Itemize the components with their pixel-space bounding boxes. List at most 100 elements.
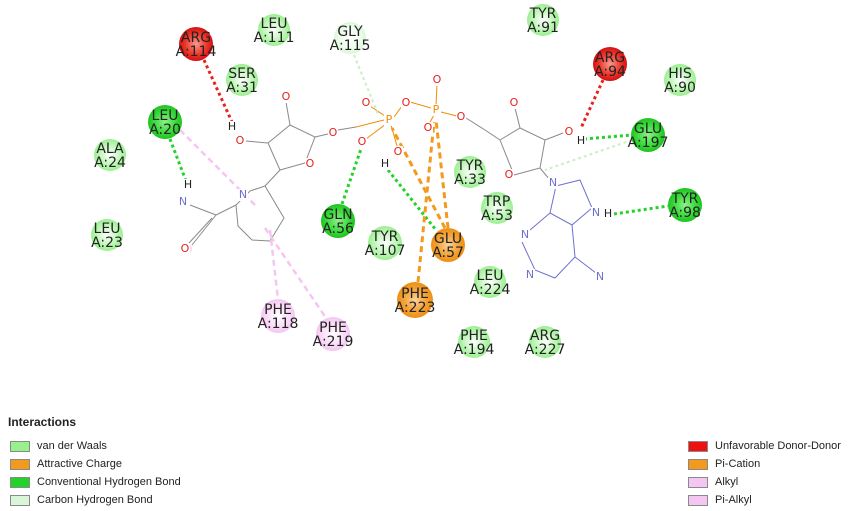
atom-label: O xyxy=(433,73,442,86)
residue-name: GLY xyxy=(337,24,363,40)
bond xyxy=(544,132,564,141)
atom-label: H xyxy=(184,178,192,191)
residue-name: PHE xyxy=(319,320,347,336)
atom-bg xyxy=(178,196,188,208)
legend-label: Conventional Hydrogen Bond xyxy=(37,476,181,488)
atom-label: O xyxy=(510,96,519,109)
atom-bg xyxy=(357,136,367,148)
atom-label: H xyxy=(604,207,612,220)
atom-bg xyxy=(591,207,601,219)
residue-disc xyxy=(474,266,506,298)
atom-label: O xyxy=(402,96,411,109)
atom-label: O xyxy=(181,242,190,255)
atom-bg xyxy=(548,177,558,189)
bond xyxy=(484,129,501,141)
residue-number: A:91 xyxy=(527,20,559,36)
chbond-gly115 xyxy=(353,54,379,115)
legend-label: Unfavorable Donor-Donor xyxy=(715,440,841,452)
residue-number: A:223 xyxy=(395,300,436,316)
atom-label: P xyxy=(433,103,440,116)
atom-bg xyxy=(525,269,535,281)
atom-bg xyxy=(305,158,315,170)
residue-number: A:111 xyxy=(254,30,295,46)
hbond-tyr98 xyxy=(613,204,669,216)
atom-bg xyxy=(564,126,574,138)
residue-disc xyxy=(148,105,182,139)
bond xyxy=(337,126,357,131)
legend-item-pi-cation: Pi-Cation xyxy=(688,456,760,472)
residue-disc xyxy=(261,299,295,333)
residue-name: TYR xyxy=(371,229,399,245)
residue-disc xyxy=(321,204,355,238)
residue-disc xyxy=(668,188,702,222)
residue-name: GLN xyxy=(323,207,352,223)
atom-label: O xyxy=(505,168,514,181)
pialkyl-leu20 xyxy=(179,129,256,206)
legend-label: Attractive Charge xyxy=(37,458,122,470)
hbond-glu57 xyxy=(386,169,438,231)
residue-number: A:56 xyxy=(322,221,354,237)
legend: Interactions van der Waals Attractive Ch… xyxy=(0,412,858,511)
atom-bg xyxy=(281,91,291,103)
residue-disc xyxy=(179,27,213,61)
residue-number: A:20 xyxy=(149,122,181,138)
legend-item-alkyl: Alkyl xyxy=(688,474,738,490)
residue-disc xyxy=(316,317,350,351)
bond xyxy=(529,212,551,231)
atom-bg xyxy=(595,271,605,283)
residue-name: HIS xyxy=(668,66,692,82)
legend-swatch xyxy=(10,476,30,488)
atom-label: O xyxy=(306,157,315,170)
pialkyl-phe118 xyxy=(268,229,280,300)
legend-label: van der Waals xyxy=(37,440,107,452)
residue-name: TRP xyxy=(483,194,511,210)
legend-item-unfavorable: Unfavorable Donor-Donor xyxy=(688,438,841,454)
residue-number: A:57 xyxy=(432,245,464,261)
bond xyxy=(264,169,281,187)
atom-bg xyxy=(432,74,442,86)
unfavorable-bond-arg94 xyxy=(579,79,605,129)
bond xyxy=(409,101,432,109)
bond xyxy=(314,133,329,138)
atom-bg xyxy=(456,111,466,123)
residue-number: A:118 xyxy=(258,316,299,332)
bond xyxy=(365,123,387,140)
residue-name: LEU xyxy=(94,221,121,237)
residue-name: TYR xyxy=(671,191,699,207)
unfavorable-bond-arg114 xyxy=(202,59,234,123)
atom-bg xyxy=(393,146,403,158)
charge-glu57-b xyxy=(434,119,450,229)
legend-item-conventional-hbond: Conventional Hydrogen Bond xyxy=(10,474,181,490)
atom-label: N xyxy=(521,228,529,241)
residue-number: A:219 xyxy=(313,334,354,350)
atom-bg xyxy=(183,179,193,191)
residue-disc xyxy=(454,156,486,188)
residue-number: A:23 xyxy=(91,235,123,251)
residue-name: ARG xyxy=(595,50,625,66)
bond xyxy=(189,204,217,216)
atom-bg xyxy=(361,97,371,109)
atom-label: O xyxy=(424,121,433,134)
residue-number: A:107 xyxy=(365,243,406,259)
residue-name: TYR xyxy=(456,158,484,174)
atom-bg xyxy=(576,135,586,147)
legend-swatch xyxy=(688,476,708,488)
legend-swatch xyxy=(688,494,708,506)
residue-disc xyxy=(527,4,559,36)
residue-name: PHE xyxy=(401,286,429,302)
bond xyxy=(435,84,438,106)
atom-label: O xyxy=(236,134,245,147)
residue-number: A:53 xyxy=(481,208,513,224)
